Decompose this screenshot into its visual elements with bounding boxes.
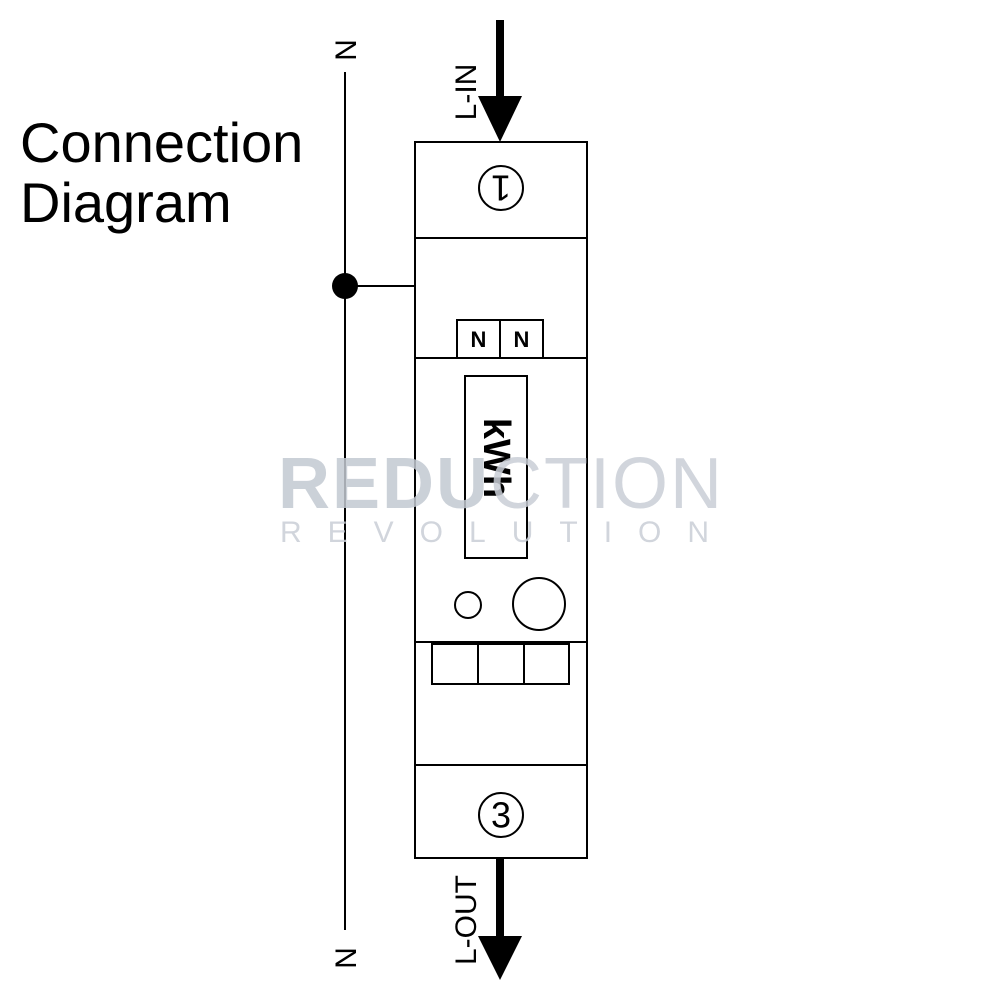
display-window: [464, 375, 528, 559]
line-in-arrow-icon: [478, 96, 522, 142]
neutral-terminal-2-label: N: [514, 327, 530, 352]
terminal-1-number: 1: [491, 168, 511, 209]
rail-slot-3: [523, 643, 570, 685]
bottom-terminal-block: [414, 764, 588, 859]
neutral-label-top: N: [330, 39, 363, 61]
terminal-3-number: 3: [491, 795, 511, 836]
watermark-main: REDUCTION: [278, 444, 724, 524]
pulse-led-icon: [454, 591, 482, 619]
test-button-icon: [512, 577, 566, 631]
line-in-label: L-IN: [450, 64, 483, 121]
title-line-2: Diagram: [20, 171, 232, 234]
display-unit-kwh: kWh: [475, 418, 517, 498]
neutral-terminal-1-label: N: [471, 327, 487, 352]
neutral-terminal-1: [456, 319, 501, 359]
rail-slot-1: [431, 643, 479, 685]
energy-meter: 1 N N kWh 3: [414, 141, 588, 859]
line-out-arrow-icon: [478, 936, 522, 980]
watermark: REDUCTION REVOLUTION: [278, 444, 735, 549]
terminal-1-circle: [478, 165, 524, 211]
title-line-1: Connection: [20, 111, 303, 174]
terminal-3-circle: [478, 792, 524, 838]
rail-slot-2: [477, 643, 525, 685]
line-out-label: L-OUT: [450, 875, 483, 965]
top-terminal-block: [414, 141, 588, 239]
watermark-sub: REVOLUTION: [280, 516, 735, 549]
neutral-label-bottom: N: [330, 947, 363, 969]
